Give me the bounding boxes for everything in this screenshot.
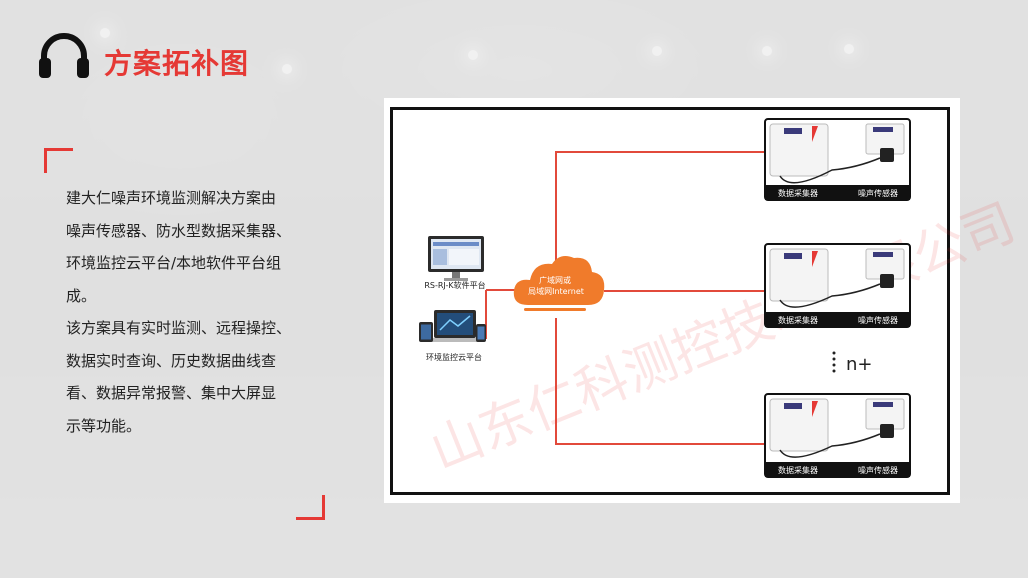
- corner-bracket-bottom-right: [296, 495, 325, 520]
- laptop-icon: [426, 310, 484, 342]
- description-line: 建大仁噪声环境监测解决方案由: [66, 189, 277, 207]
- description-line: 示等功能。: [66, 416, 142, 435]
- link-device-1: [555, 151, 764, 262]
- collector-label: 数据采集器: [778, 315, 818, 325]
- description-line: 噪声传感器、防水型数据采集器、: [66, 221, 292, 240]
- cloud-label-line2: 局域网Internet: [528, 286, 584, 296]
- sensor-label: 噪声传感器: [858, 315, 898, 325]
- description-line: 看、数据异常报警、集中大屏显: [66, 384, 277, 402]
- collector-label: 数据采集器: [778, 465, 818, 475]
- collector-label: 数据采集器: [778, 188, 818, 198]
- headphones-icon: [39, 33, 89, 78]
- sensor-label: 噪声传感器: [858, 465, 898, 475]
- cloud-icon: [513, 256, 605, 311]
- description-line: 环境监控云平台/本地软件平台组: [66, 254, 282, 272]
- sensor-label: 噪声传感器: [858, 188, 898, 198]
- more-indicator: [832, 351, 836, 373]
- page-title: 方案拓补图: [104, 47, 250, 80]
- monitor-icon: [428, 236, 484, 281]
- topology-frame: [390, 107, 950, 495]
- description-line: 成。: [66, 286, 97, 305]
- tablet-icon: [419, 322, 433, 342]
- device-group-3: 数据采集器 噪声传感器: [764, 393, 911, 478]
- software-platform-label: RS-RJ-K软件平台: [424, 280, 485, 290]
- more-label: n+: [846, 354, 873, 375]
- watermark-text: 山东仁科测控技术有限公司: [422, 193, 1023, 482]
- phone-icon: [476, 324, 486, 342]
- corner-bracket-top-left: [44, 148, 73, 173]
- device-group-2: 数据采集器 噪声传感器: [764, 243, 911, 328]
- description: 建大仁噪声环境监测解决方案由 噪声传感器、防水型数据采集器、 环境监控云平台/本…: [66, 182, 324, 442]
- device-group-1: 数据采集器 噪声传感器: [764, 118, 911, 201]
- link-device-3: [555, 318, 764, 445]
- cloud-label-line1: 广域网或: [539, 275, 571, 285]
- description-line: 数据实时查询、历史数据曲线查: [66, 351, 277, 370]
- cloud-platform-label: 环境监控云平台: [426, 352, 482, 362]
- description-line: 该方案具有实时监测、远程操控、: [66, 319, 292, 337]
